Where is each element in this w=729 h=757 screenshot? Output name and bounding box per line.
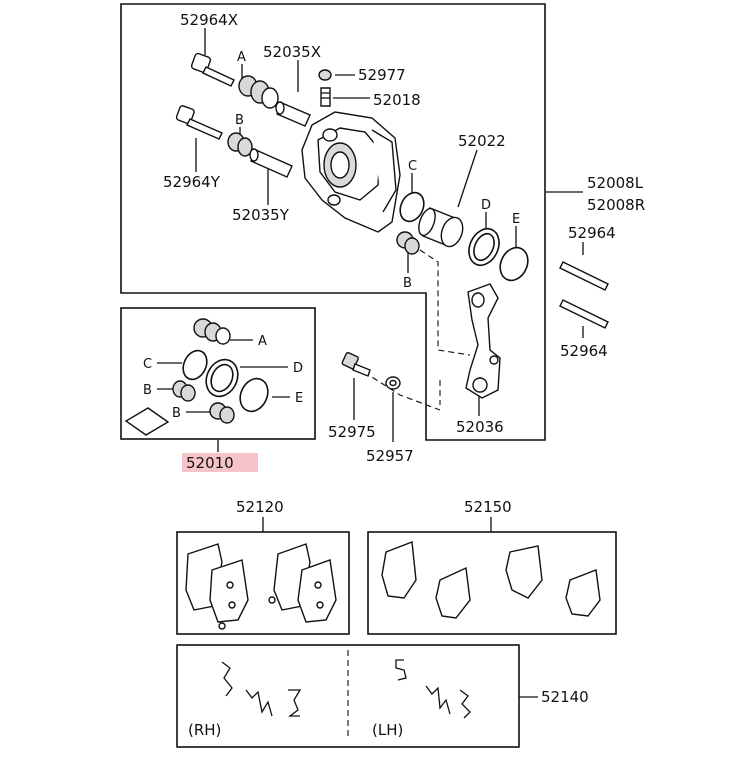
ring-e-top-part <box>499 246 529 282</box>
letter-d-top: D <box>481 198 491 213</box>
letter-d-kit: D <box>293 361 303 376</box>
letter-e-kit: E <box>295 391 303 406</box>
label-lh: (LH) <box>372 721 403 739</box>
kit-boot-b1-part <box>172 380 196 402</box>
bolt-52975-part <box>341 351 371 377</box>
pad-set-52150-frame <box>367 531 617 635</box>
letter-c-kit: C <box>143 357 152 372</box>
caliper-body-part <box>301 111 401 233</box>
pads-52120-right-part <box>273 543 337 623</box>
callout-52120: 52120 <box>236 498 284 516</box>
washer-52957-part <box>385 376 401 390</box>
callout-52010: 52010 <box>186 454 234 472</box>
pads-52150-part <box>381 541 601 619</box>
assembly-dash-lines <box>363 249 471 411</box>
callout-52140: 52140 <box>541 688 589 706</box>
kit-boot-b2-part <box>209 402 235 424</box>
pin-52964-lower-part <box>559 299 609 329</box>
bolt-52964y-part <box>175 105 223 140</box>
pin-52035y-part <box>249 148 293 178</box>
bolt-52964x-part <box>190 52 235 87</box>
callout-52008l: 52008L <box>587 174 644 192</box>
callout-52150: 52150 <box>464 498 512 516</box>
letter-e-top: E <box>512 212 520 227</box>
support-bracket-part <box>465 283 501 399</box>
callout-52018: 52018 <box>373 91 421 109</box>
kit-grease-packet-part <box>124 407 170 436</box>
callout-52022: 52022 <box>458 132 506 150</box>
callout-52977: 52977 <box>358 66 406 84</box>
callout-52964y: 52964Y <box>163 173 221 191</box>
bleeder-cap-part <box>318 69 332 81</box>
seal-kit-highlight <box>182 453 258 472</box>
piston-part <box>418 207 464 248</box>
clips-lh-part <box>395 659 471 719</box>
pin-52035x-part <box>275 101 311 127</box>
callout-52036: 52036 <box>456 418 504 436</box>
bleeder-screw-part <box>320 87 331 107</box>
letter-b-top: B <box>235 113 244 128</box>
letter-b-mid: B <box>403 276 412 291</box>
letter-b-kit2: B <box>172 406 181 421</box>
callout-52035x: 52035X <box>263 43 321 61</box>
callout-52964x: 52964X <box>180 11 238 29</box>
boot-a-top-part <box>238 75 279 109</box>
callout-52975: 52975 <box>328 423 376 441</box>
kit-boot-a-part <box>193 318 231 345</box>
callout-52008r: 52008R <box>587 196 645 214</box>
kit-boot-d-part <box>205 358 239 398</box>
label-rh: (RH) <box>188 721 221 739</box>
boot-d-top-part <box>468 227 500 267</box>
letter-c-top: C <box>408 159 417 174</box>
clip-kit-frame <box>176 644 520 748</box>
callout-52957: 52957 <box>366 447 414 465</box>
pads-52120-left-part <box>185 543 276 630</box>
pin-52964-upper-part <box>559 261 609 291</box>
letter-a-kit: A <box>258 334 267 349</box>
seal-c-top-part <box>399 191 425 223</box>
caliper-assembly-frame <box>120 3 546 441</box>
callout-52035y: 52035Y <box>232 206 290 224</box>
boot-b-mid-part <box>396 231 420 255</box>
letter-b-kit1: B <box>143 383 152 398</box>
letter-a-top: A <box>237 50 246 65</box>
callout-52964-upper: 52964 <box>568 224 616 242</box>
kit-seal-c-part <box>182 349 208 381</box>
callout-52964-lower: 52964 <box>560 342 608 360</box>
seal-kit-frame <box>120 307 316 440</box>
kit-ring-e-part <box>239 377 269 413</box>
boot-b-top-part <box>227 132 253 157</box>
clips-rh-part <box>221 661 302 717</box>
